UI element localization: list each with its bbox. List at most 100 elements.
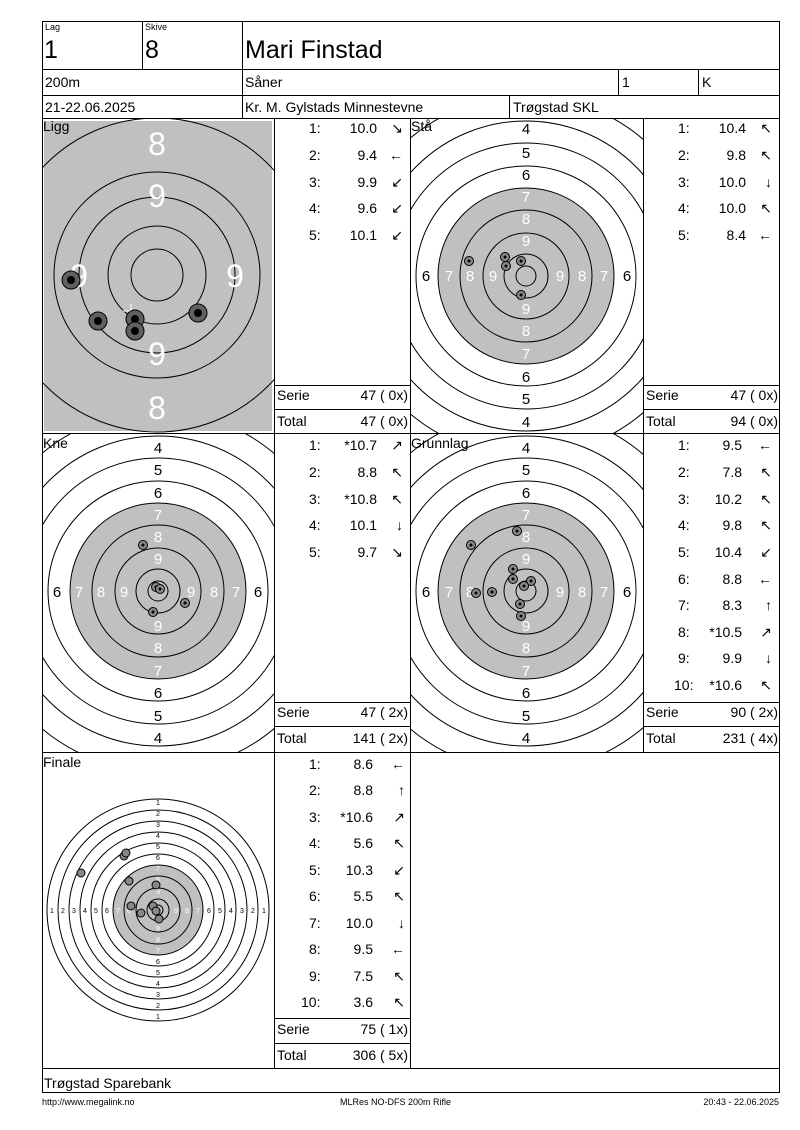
shot-arrow-icon: ↖ — [393, 968, 405, 984]
divider — [42, 1068, 780, 1069]
shot-row: 8: 9.5 ← — [275, 941, 410, 959]
ring-number: 9 — [148, 178, 166, 214]
footer-url[interactable]: http://www.megalink.no — [42, 1097, 135, 1107]
shot-marker — [516, 290, 526, 300]
shot-row: 4: 5.6 ↖ — [275, 835, 410, 853]
ring-number: 2 — [251, 908, 255, 915]
shot-marker — [526, 576, 536, 586]
ring-number: 8 — [578, 268, 586, 285]
ring-number: 9 — [154, 551, 162, 568]
shot-value: 10.1 — [349, 227, 377, 243]
ring-number: 8 — [210, 584, 218, 601]
shot-value: 8.8 — [357, 464, 377, 480]
distance: 200m — [45, 74, 81, 90]
ligg-serie-value: 47 ( 0x) — [360, 387, 408, 403]
ring-number: 2 — [156, 811, 160, 818]
divider — [42, 95, 780, 96]
shot-row: 4: 9.6 ↙ — [275, 200, 410, 218]
divider — [42, 118, 780, 119]
shot-marker — [88, 311, 108, 331]
ring-number: 5 — [154, 708, 162, 725]
total-label: Total — [277, 1047, 307, 1063]
shot-value: 9.7 — [357, 544, 377, 560]
ring-number: 7 — [522, 189, 530, 206]
ring-number: 9 — [156, 889, 160, 896]
shot-arrow-icon: ↓ — [398, 915, 405, 931]
shot-arrow-icon: ← — [758, 227, 772, 243]
shot-number: 1: — [678, 120, 690, 136]
divider — [410, 118, 411, 1068]
divider — [274, 1043, 411, 1044]
shot-marker — [471, 588, 481, 598]
sta-shots — [464, 252, 526, 300]
shot-number: 5: — [309, 862, 321, 878]
ring-number: 1 — [262, 908, 266, 915]
ring-number: 8 — [578, 584, 586, 601]
finale-shot-list: 1: 8.6 ← 2: 8.8 ↑ 3: *10.6 ↗ 4: 5.6 ↖ 5:… — [275, 756, 410, 1018]
shot-value: 10.2 — [714, 491, 742, 507]
shot-arrow-icon: ↖ — [760, 147, 772, 163]
shot-number: 5: — [678, 544, 690, 560]
shot-number: 2: — [309, 147, 321, 163]
shot-number: 2: — [678, 147, 690, 163]
shot-marker — [76, 868, 86, 878]
serie-label: Serie — [277, 387, 310, 403]
shot-marker — [516, 611, 526, 621]
shot-row: 8: *10.5 ↗ — [644, 624, 779, 642]
total-label: Total — [646, 730, 676, 746]
lag-value: 1 — [44, 36, 58, 64]
ring-number: 8 — [148, 126, 166, 162]
shot-marker — [136, 908, 146, 918]
ring-number: 9 — [522, 551, 530, 568]
divider — [142, 21, 143, 69]
ring-number: 9 — [187, 584, 195, 601]
ligg-target: 8 9 9 9 9 8 — [43, 119, 274, 433]
divider — [274, 409, 411, 410]
divider — [274, 1018, 411, 1019]
ring-number: 8 — [154, 529, 162, 546]
divider — [643, 702, 780, 703]
ring-number: 2 — [61, 908, 65, 915]
divider — [242, 21, 243, 118]
shot-marker — [180, 598, 190, 608]
ring-number: 6 — [207, 908, 211, 915]
ring-number: 4 — [154, 730, 162, 747]
grunnlag-target-svg: 4 5 6 7 8 9 9 8 7 6 5 4 6 7 8 9 9 8 7 6 — [411, 434, 643, 752]
shot-arrow-icon: ↖ — [391, 491, 403, 507]
finale-title: Finale — [43, 754, 82, 770]
shot-arrow-icon: ↓ — [765, 650, 772, 666]
event-date: 21-22.06.2025 — [45, 99, 136, 115]
shot-value: 8.4 — [726, 227, 746, 243]
shot-row: 1: 10.4 ↖ — [644, 120, 779, 138]
ligg-target-svg: 8 9 9 9 9 8 — [43, 119, 274, 433]
shot-row: 5: 9.7 ↘ — [275, 544, 410, 562]
shot-number: 3: — [309, 174, 321, 190]
shot-number: 10: — [301, 994, 321, 1010]
shot-arrow-icon: ← — [758, 571, 772, 587]
ring-number: 7 — [154, 663, 162, 680]
shot-number: 5: — [309, 544, 321, 560]
shot-row: 2: 8.8 ↖ — [275, 464, 410, 482]
shot-arrow-icon: ↖ — [393, 835, 405, 851]
ring-number: 6 — [154, 485, 162, 502]
ring-number: 5 — [522, 391, 530, 408]
divider — [643, 118, 644, 752]
shot-value: 9.8 — [726, 147, 746, 163]
ring-number: 8 — [466, 268, 474, 285]
shot-number: 4: — [309, 517, 321, 533]
ring-number: 3 — [156, 992, 160, 999]
shot-value: 9.5 — [722, 437, 742, 453]
divider — [618, 69, 619, 95]
serie-label: Serie — [646, 704, 679, 720]
ring-number: 4 — [229, 908, 233, 915]
shot-number: 3: — [309, 809, 321, 825]
shot-value: *10.5 — [709, 624, 742, 640]
shot-row: 3: *10.6 ↗ — [275, 809, 410, 827]
ring-number: 6 — [522, 685, 530, 702]
shot-number: 9: — [309, 968, 321, 984]
shot-arrow-icon: ↖ — [393, 888, 405, 904]
shot-number: 9: — [678, 650, 690, 666]
divider — [274, 702, 411, 703]
shot-row: 10: 3.6 ↖ — [275, 994, 410, 1012]
shot-row: 1: *10.7 ↗ — [275, 437, 410, 455]
